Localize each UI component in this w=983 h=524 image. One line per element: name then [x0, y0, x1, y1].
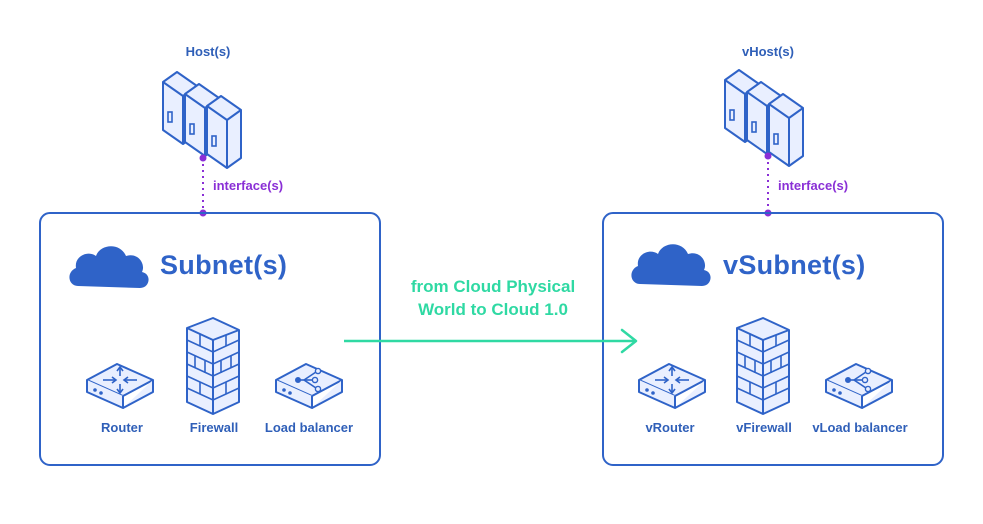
right-firewall-label: vFirewall	[736, 420, 792, 435]
right-interface-label: interface(s)	[778, 178, 849, 193]
arrow-right-icon	[620, 328, 638, 354]
left-interface-top-dot	[199, 154, 207, 162]
left-firewall-label: Firewall	[189, 420, 239, 435]
left-load-balancer-label: Load balancer	[264, 420, 354, 435]
right-load-balancer-label: vLoad balancer	[812, 420, 908, 435]
left-cloud-icon	[69, 246, 149, 288]
left-router-label: Router	[101, 420, 143, 435]
right-host-label: vHost(s)	[741, 44, 794, 59]
right-interface-top-dot	[764, 152, 772, 160]
right-subnet-title: vSubnet(s)	[723, 250, 866, 280]
left-servers-icon	[163, 72, 241, 168]
right-subnet-box	[602, 212, 944, 466]
left-load-balancer-icon	[275, 363, 343, 409]
right-servers-icon	[725, 70, 803, 166]
left-interface-label: interface(s)	[213, 178, 284, 193]
right-firewall-icon	[736, 317, 790, 415]
left-subnet-title: Subnet(s)	[160, 250, 288, 280]
left-firewall-icon	[186, 317, 240, 415]
left-router-icon	[86, 363, 154, 409]
right-router-icon	[638, 363, 706, 409]
transition-label: from Cloud Physical World to Cloud 1.0	[385, 275, 601, 321]
transition-label-line2: World to Cloud 1.0	[418, 300, 568, 319]
right-router-label: vRouter	[645, 420, 695, 435]
right-cloud-icon	[631, 244, 711, 286]
right-load-balancer-icon	[825, 363, 893, 409]
left-host-label: Host(s)	[185, 44, 231, 59]
transition-label-line1: from Cloud Physical	[410, 277, 576, 296]
left-subnet-box	[39, 212, 381, 466]
